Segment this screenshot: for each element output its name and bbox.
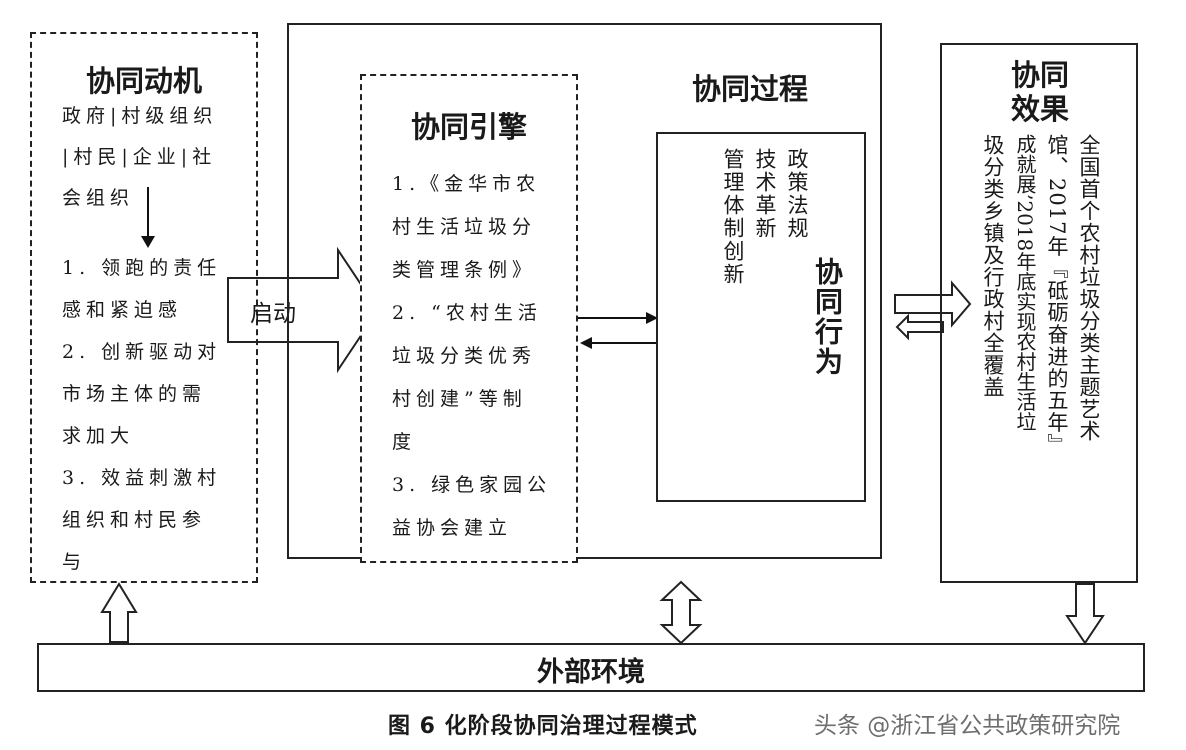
process-box: [287, 23, 882, 559]
motivation-line: |村民|企业|社: [62, 146, 217, 168]
behavior-to-engine-arrowhead: [580, 337, 592, 349]
motivation-line: 2. 创新驱动对: [62, 341, 222, 363]
effect-column: 圾分类乡镇及行政村全覆盖: [981, 134, 1005, 398]
environment-label: 外部环境: [537, 657, 645, 688]
engine-box: [360, 74, 578, 563]
motivation-box: [30, 32, 258, 583]
engine-line: 村创建”等制: [392, 388, 527, 410]
motivation-line: 求加大: [62, 425, 135, 447]
environment-to-motivation-arrow: [100, 582, 138, 643]
effect-title-line: 协同: [1010, 58, 1069, 92]
engine-line: 村生活垃圾分: [392, 216, 537, 238]
environment-process-double-arrow: [659, 580, 703, 645]
motivation-line: 3. 效益刺激村: [62, 467, 222, 489]
effect-to-process-arrow: [895, 313, 944, 341]
behavior-title: 协同行为: [811, 257, 844, 377]
engine-title: 协同引擎: [410, 110, 527, 144]
engine-line: 度: [392, 431, 417, 453]
startup-arrow: [227, 246, 380, 374]
motivation-down-arrowhead: [141, 236, 155, 248]
effect-to-environment-arrow: [1065, 583, 1105, 645]
effect-title: 协同 效果: [990, 58, 1090, 126]
motivation-factors: 1. 领跑的责任 感和紧迫感 2. 创新驱动对 市场主体的需 求加大 3. 效益…: [62, 247, 252, 583]
effect-column: 馆、2017年『砥砺奋进的五年』: [1045, 134, 1069, 456]
engine-line: 3. 绿色家园公: [392, 474, 552, 496]
engine-line: 类管理条例》: [392, 259, 537, 281]
process-title: 协同过程: [691, 72, 808, 106]
figure-caption: 图 6 化阶段协同治理过程模式: [388, 714, 698, 739]
effect-column: 全国首个农村垃圾分类主题艺术: [1077, 134, 1101, 442]
process-to-effect-arrow: [894, 280, 972, 328]
engine-line: 益协会建立: [392, 517, 513, 539]
motivation-line: 市场主体的需: [62, 383, 207, 405]
effect-title-line: 效果: [1010, 92, 1069, 126]
motivation-line: 1. 领跑的责任: [62, 257, 222, 279]
engine-to-behavior-arrowhead: [646, 312, 658, 324]
motivation-line: 政府|村级组织: [62, 105, 218, 127]
engine-content: 1.《金华市农 村生活垃圾分 类管理条例》 2. “农村生活 垃圾分类优秀 村创…: [392, 163, 576, 550]
engine-line: 2. “农村生活: [392, 302, 542, 324]
watermark: 头条 @浙江省公共政策研究院: [814, 713, 1121, 739]
motivation-actors: 政府|村级组织 |村民|企业|社 会组织: [62, 96, 252, 219]
motivation-line: 与: [62, 551, 87, 573]
environment-bar: [37, 643, 1145, 692]
behavior-column: 管理体制创新: [721, 148, 745, 286]
effect-column: 成就展’2018年底实现农村生活垃: [1013, 134, 1037, 432]
effect-box: [940, 43, 1138, 583]
motivation-title: 协同动机: [85, 64, 202, 98]
motivation-line: 组织和村民参: [62, 509, 207, 531]
behavior-column: 技术革新: [753, 148, 777, 240]
motivation-line: 感和紧迫感: [62, 299, 183, 321]
engine-line: 1.《金华市农: [392, 173, 541, 195]
motivation-line: 会组织: [62, 187, 135, 209]
behavior-box: [656, 132, 866, 502]
behavior-column: 政策法规: [785, 148, 809, 240]
engine-line: 垃圾分类优秀: [392, 345, 537, 367]
